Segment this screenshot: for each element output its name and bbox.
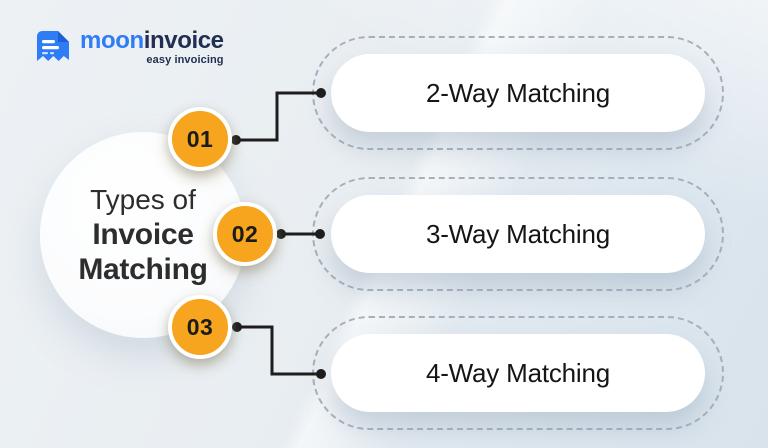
matching-pill-4way: 4-Way Matching [331, 334, 705, 412]
diagram-title-line3: Matching [78, 253, 208, 286]
matching-row-3way: 3-Way Matching [312, 177, 724, 291]
connector-1-start-dot [231, 135, 241, 145]
connector-2-start-dot [276, 229, 286, 239]
matching-row-2way: 2-Way Matching [312, 36, 724, 150]
step-number: 03 [186, 313, 214, 340]
invoice-receipt-icon [37, 31, 69, 61]
connector-3 [237, 325, 321, 376]
matching-label: 4-Way Matching [425, 357, 611, 388]
matching-row-4way: 4-Way Matching [312, 316, 724, 430]
connector-1 [236, 91, 321, 142]
step-number: 02 [231, 220, 259, 247]
brand-logo: mooninvoice easy invoicing [33, 29, 224, 73]
brand-name: mooninvoice [80, 29, 224, 53]
step-badge-03: 03 [168, 295, 232, 359]
matching-label: 2-Way Matching [425, 77, 611, 108]
step-badge-01: 01 [168, 107, 232, 171]
brand-name-invoice: invoice [143, 27, 224, 54]
connector-3-start-dot [232, 322, 242, 332]
step-badge-02: 02 [213, 202, 277, 266]
brand-name-moon: moon [80, 27, 144, 54]
brand-tagline: easy invoicing [146, 54, 224, 66]
step-number: 01 [186, 125, 214, 152]
matching-label: 3-Way Matching [425, 218, 611, 249]
matching-pill-2way: 2-Way Matching [331, 54, 705, 132]
matching-pill-3way: 3-Way Matching [331, 195, 705, 273]
diagram-title-line2: Invoice [92, 218, 194, 251]
brand-wordmark: mooninvoice easy invoicing [80, 29, 224, 66]
diagram-title-line1: Types of [90, 184, 196, 215]
